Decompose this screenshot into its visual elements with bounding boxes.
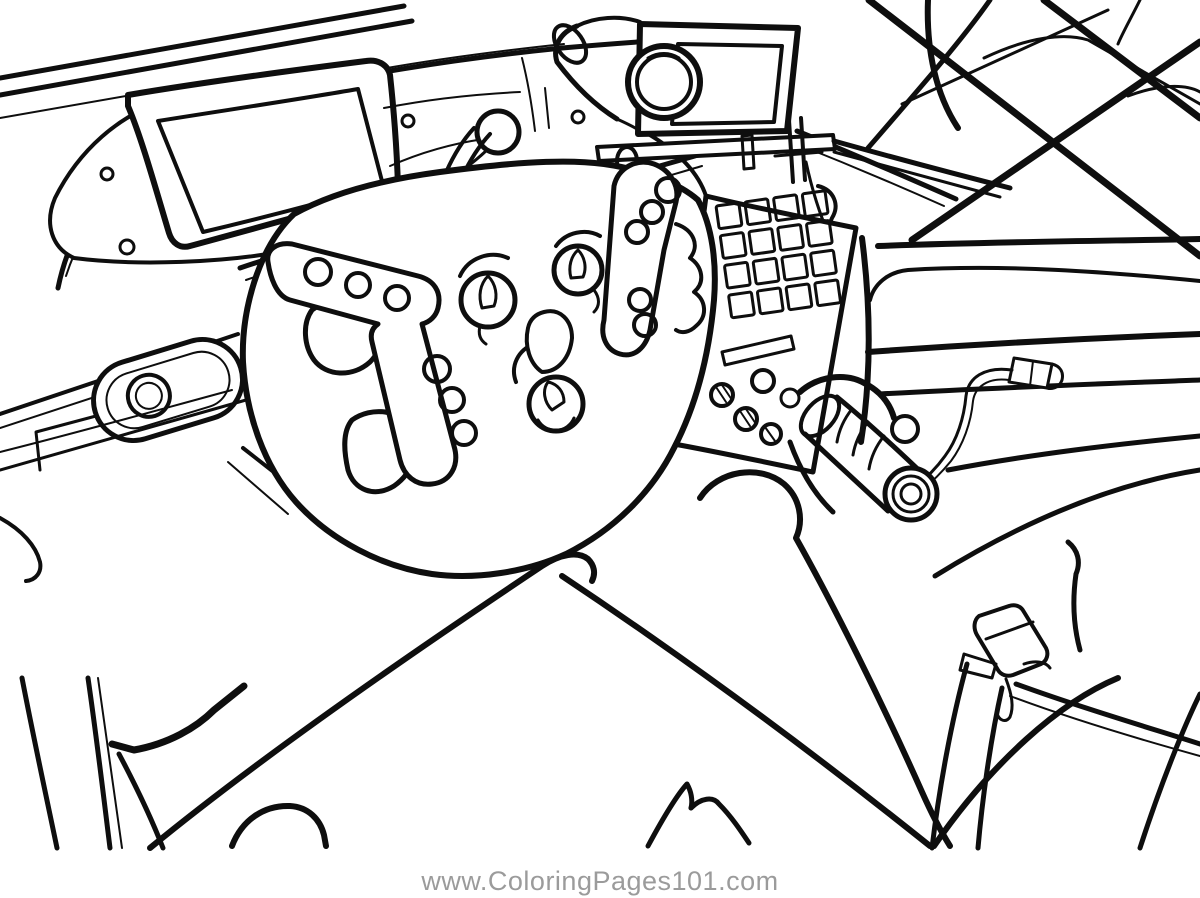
keypad-button bbox=[723, 260, 752, 290]
keypad-button bbox=[772, 193, 801, 222]
keypad-button bbox=[784, 282, 814, 312]
round-button bbox=[750, 368, 776, 394]
rivet bbox=[99, 166, 115, 182]
wiring-cable bbox=[912, 367, 1014, 491]
keypad-button bbox=[727, 290, 756, 320]
air-vent bbox=[91, 336, 245, 444]
wheel-button bbox=[422, 354, 452, 384]
wheel-button bbox=[654, 176, 682, 204]
keypad-grid bbox=[714, 189, 842, 320]
wheel-button-panel-left bbox=[265, 241, 478, 487]
keypad-button bbox=[756, 286, 785, 316]
keypad-button bbox=[718, 231, 748, 260]
rivet bbox=[570, 109, 586, 125]
wheel-button bbox=[344, 271, 372, 299]
roll-cage-bars bbox=[865, 0, 1200, 260]
keypad-button bbox=[747, 227, 777, 256]
door-sill-lines bbox=[858, 235, 1200, 653]
keypad-bar bbox=[720, 334, 796, 367]
footwell-panels bbox=[0, 389, 248, 583]
center-shield bbox=[524, 309, 574, 374]
keypad-button bbox=[809, 248, 838, 278]
seat-edge bbox=[147, 551, 598, 851]
wheel-button bbox=[624, 219, 650, 245]
keypad-button bbox=[805, 219, 834, 248]
steering-wheel bbox=[239, 108, 718, 579]
rivet bbox=[118, 238, 136, 256]
wheel-button bbox=[632, 312, 658, 338]
wheel-button bbox=[639, 199, 665, 225]
cable-connector bbox=[1007, 356, 1064, 390]
stalk-ball-knob bbox=[474, 108, 522, 156]
wheel-button bbox=[450, 419, 478, 447]
mounting-bracket bbox=[595, 116, 1013, 248]
keypad-button bbox=[743, 197, 772, 226]
wheel-button bbox=[627, 287, 653, 313]
display-screen-inner bbox=[156, 87, 385, 234]
onboard-camera-unit bbox=[551, 15, 1013, 248]
screw-heads bbox=[709, 382, 783, 446]
keypad-button bbox=[776, 223, 805, 252]
gear-lever-handle bbox=[787, 374, 940, 523]
rotary-knob-a bbox=[458, 252, 518, 346]
wheel-button bbox=[438, 386, 466, 414]
wheel-button bbox=[303, 257, 333, 287]
keypad-button bbox=[800, 189, 830, 218]
keypad-button bbox=[751, 256, 781, 286]
keypad-button bbox=[813, 278, 842, 308]
rivet bbox=[400, 113, 416, 129]
finger-grips bbox=[674, 222, 706, 335]
seat-belt-strap bbox=[929, 603, 1200, 851]
rotary-knob-c bbox=[512, 342, 586, 434]
round-button bbox=[779, 387, 801, 409]
wheel-button bbox=[383, 284, 411, 312]
rotary-knob-b bbox=[551, 229, 605, 314]
strap-buckle bbox=[958, 603, 1052, 722]
watermark-text: www.ColoringPages101.com bbox=[420, 866, 778, 896]
wheel-button-panel-right bbox=[600, 159, 706, 358]
keypad-button bbox=[780, 252, 810, 282]
keypad-button bbox=[714, 201, 744, 231]
